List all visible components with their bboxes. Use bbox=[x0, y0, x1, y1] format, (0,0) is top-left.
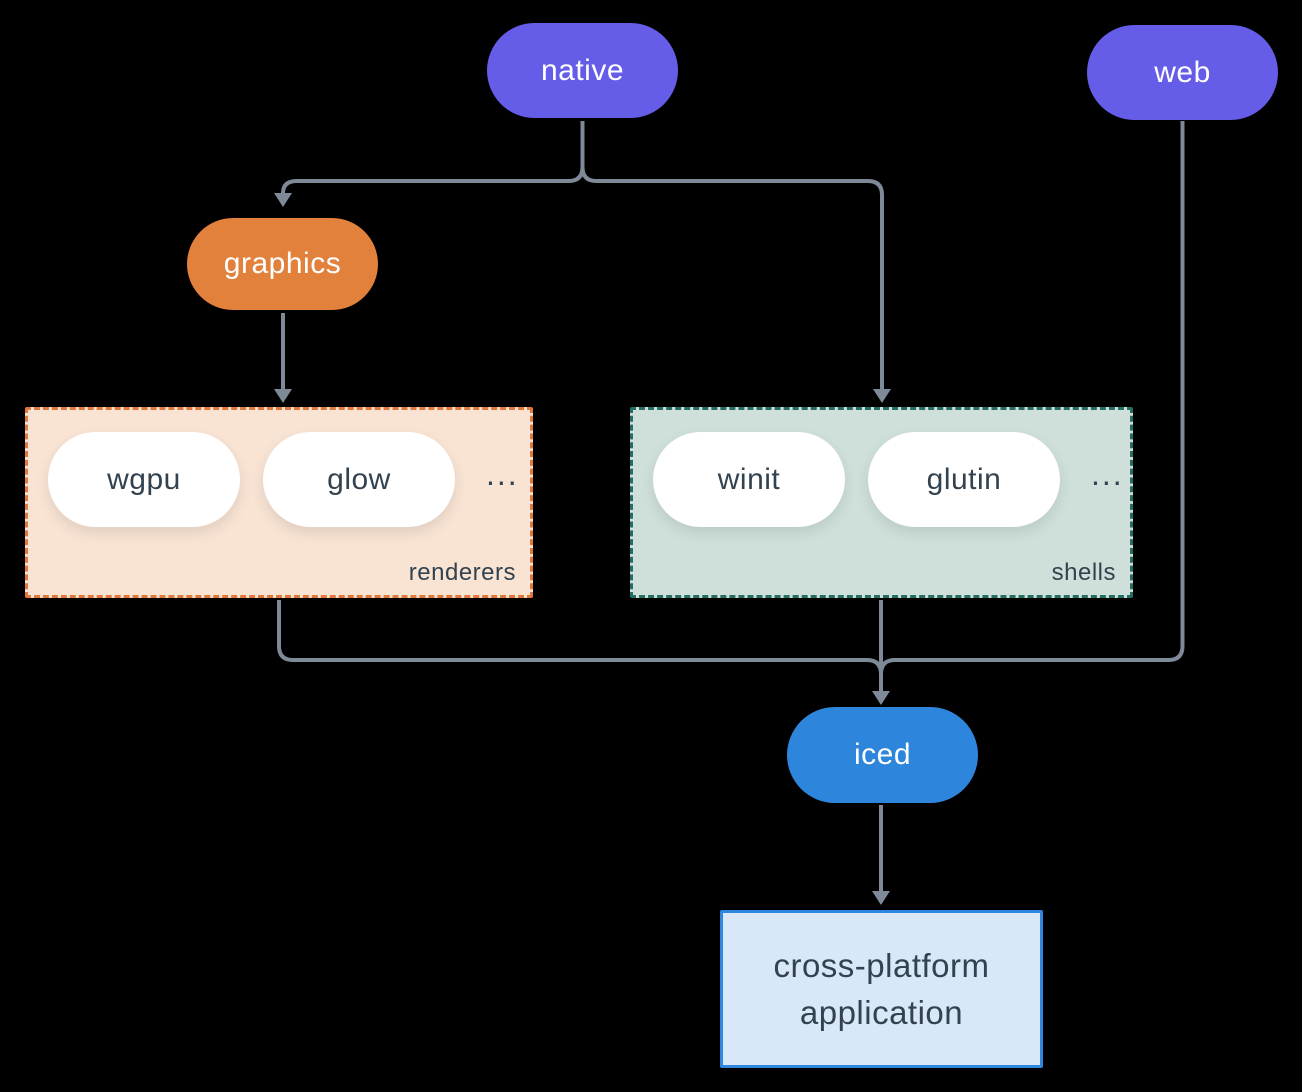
node-wgpu-label: wgpu bbox=[107, 462, 181, 496]
node-iced: iced bbox=[787, 707, 978, 803]
arrowhead-into-iced bbox=[872, 691, 890, 705]
renderers-pills: wgpu glow ... bbox=[48, 432, 519, 527]
edge-renderers-to-iced bbox=[277, 600, 883, 675]
node-glutin-label: glutin bbox=[926, 462, 1002, 496]
arrowhead-into-graphics bbox=[274, 193, 292, 207]
arrowhead-into-renderers bbox=[274, 389, 292, 403]
node-glutin: glutin bbox=[868, 432, 1060, 527]
node-web: web bbox=[1087, 25, 1278, 120]
node-iced-label: iced bbox=[853, 738, 912, 771]
node-wgpu: wgpu bbox=[48, 432, 240, 527]
group-shells: winit glutin ... shells bbox=[630, 407, 1133, 598]
app-label-line1: cross-platform bbox=[773, 947, 990, 984]
renderers-more-ellipsis: ... bbox=[486, 456, 519, 492]
node-winit: winit bbox=[653, 432, 845, 527]
arrowhead-into-shells bbox=[873, 389, 891, 403]
node-graphics: graphics bbox=[187, 218, 378, 310]
edge-native-to-shells bbox=[580, 166, 884, 389]
node-native-label: native bbox=[540, 53, 625, 87]
node-native: native bbox=[487, 23, 678, 118]
node-graphics-label: graphics bbox=[223, 247, 342, 280]
shells-more-ellipsis: ... bbox=[1091, 456, 1124, 492]
edge-native-to-graphics bbox=[281, 121, 585, 194]
node-cross-platform-application: cross-platform application bbox=[720, 910, 1043, 1068]
node-winit-label: winit bbox=[717, 462, 781, 496]
shells-group-label: shells bbox=[1051, 559, 1116, 586]
group-renderers: wgpu glow ... renderers bbox=[25, 407, 533, 598]
arrowhead-into-app bbox=[872, 891, 890, 905]
node-glow: glow bbox=[263, 432, 455, 527]
renderers-group-label: renderers bbox=[408, 559, 516, 586]
shells-pills: winit glutin ... bbox=[653, 432, 1124, 527]
app-label-line2: application bbox=[799, 994, 964, 1031]
node-glow-label: glow bbox=[327, 462, 391, 496]
node-web-label: web bbox=[1154, 55, 1211, 89]
